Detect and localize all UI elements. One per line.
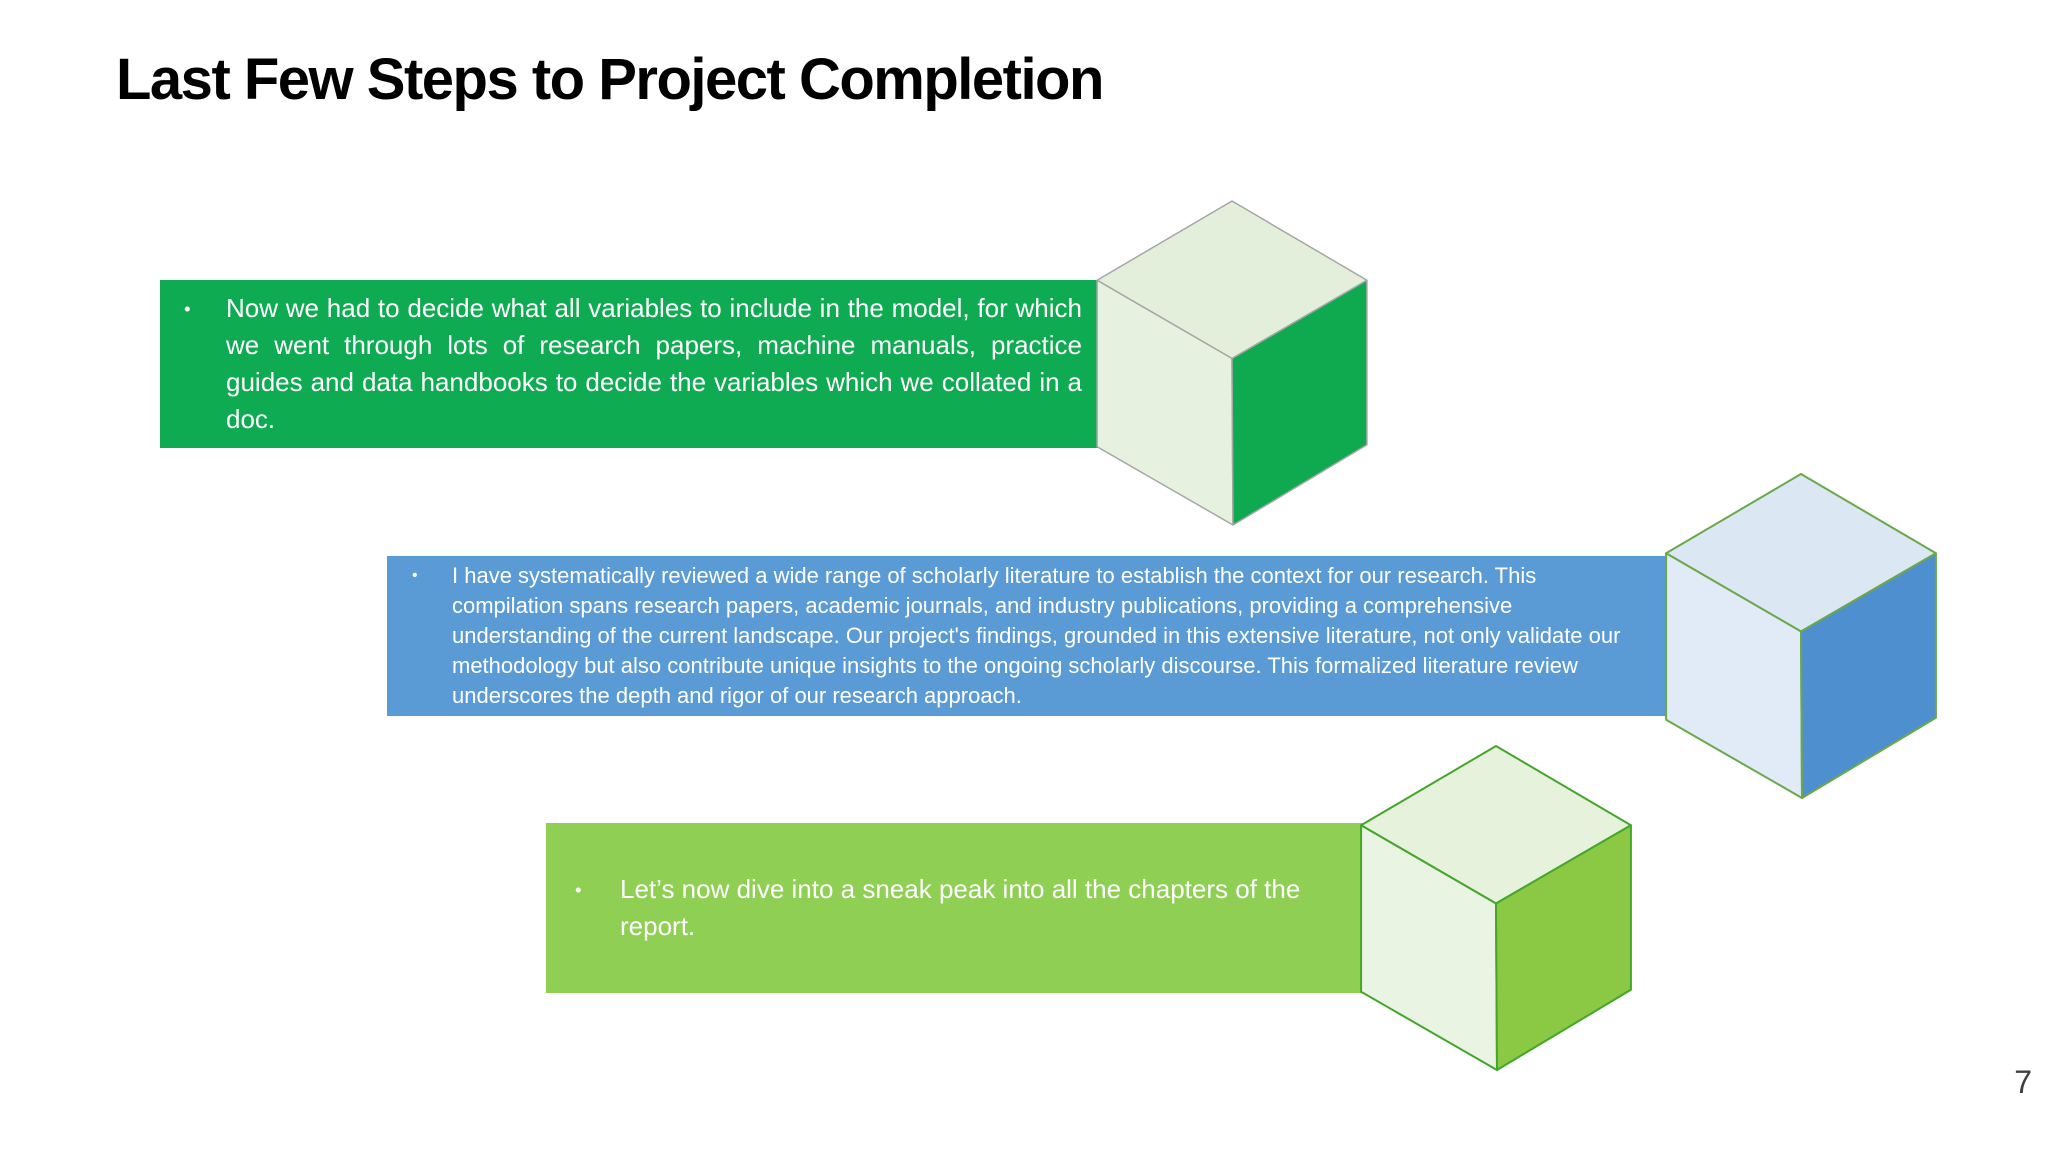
bullet-marker: • xyxy=(412,567,418,584)
cube-right-face xyxy=(1494,824,1632,1071)
callout-text: I have systematically reviewed a wide ra… xyxy=(452,563,1621,708)
bullet-list-item: • I have systematically reviewed a wide … xyxy=(412,561,1637,711)
callout-sneak-peek: • Let’s now dive into a sneak peak into … xyxy=(546,823,1389,993)
bullet-marker: • xyxy=(575,879,582,900)
cube-right-face xyxy=(1799,552,1937,799)
cube-3d-light-green-icon xyxy=(1360,745,1632,1071)
cube-right-face xyxy=(1231,279,1368,526)
cube-3d-green-icon xyxy=(1096,200,1368,526)
callout-text: Let’s now dive into a sneak peak into al… xyxy=(620,874,1301,941)
callout-literature-review: • I have systematically reviewed a wide … xyxy=(387,556,1697,716)
callout-variables-decision: • Now we had to decide what all variable… xyxy=(160,280,1129,448)
bullet-marker: • xyxy=(184,298,191,319)
bullet-list-item: • Let’s now dive into a sneak peak into … xyxy=(575,871,1346,945)
cube-3d-blue-icon xyxy=(1665,473,1937,799)
bullet-list-item: • Now we had to decide what all variable… xyxy=(184,290,1082,438)
callout-text: Now we had to decide what all variables … xyxy=(226,293,1082,434)
slide-title: Last Few Steps to Project Completion xyxy=(116,47,1104,112)
page-number: 7 xyxy=(2014,1064,2032,1100)
